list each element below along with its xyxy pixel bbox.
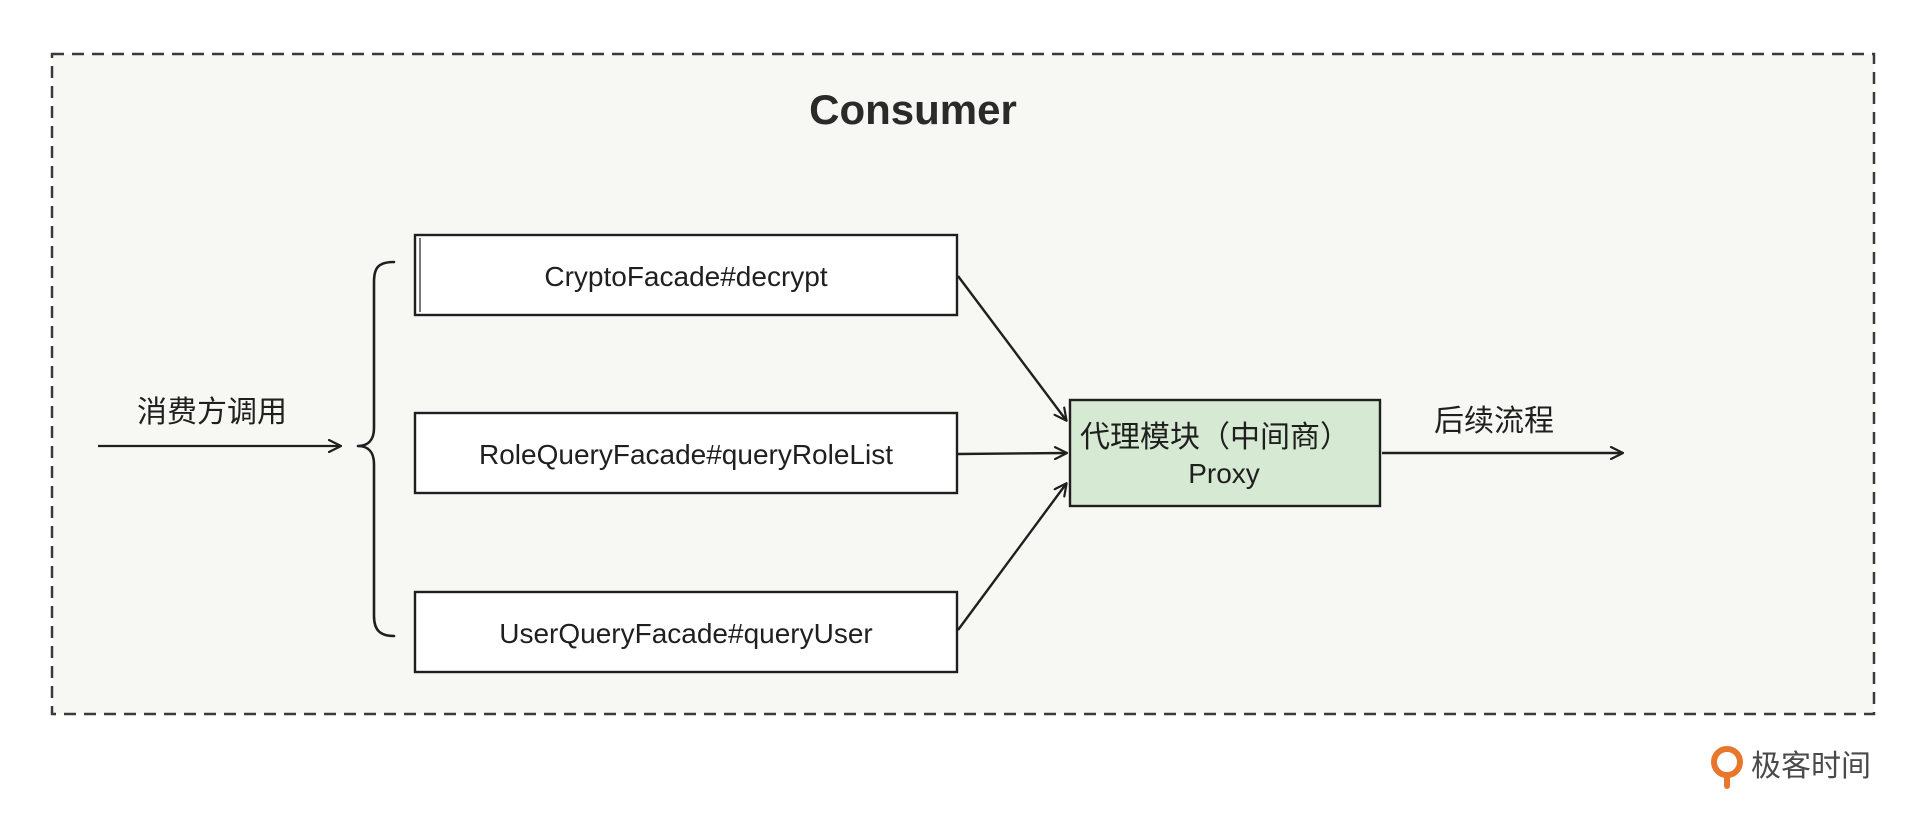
geektime-logo-icon: [1711, 746, 1743, 789]
facade-box-crypto: CryptoFacade#decrypt: [413, 233, 959, 317]
arrow-role-to-proxy: [957, 453, 1066, 454]
caller-label: 消费方调用: [137, 395, 287, 430]
consumer-title: Consumer: [809, 86, 1017, 133]
next-flow-label: 后续流程: [1434, 404, 1554, 439]
consumer-container: [50, 52, 1876, 716]
proxy-box: 代理模块（中间商） Proxy: [1068, 398, 1382, 508]
facade-label-role: RoleQueryFacade#queryRoleList: [479, 439, 893, 470]
facade-box-user: UserQueryFacade#queryUser: [413, 590, 959, 674]
geektime-logo-text: 极客时间: [1751, 749, 1871, 784]
facade-label-crypto: CryptoFacade#decrypt: [544, 261, 827, 292]
facade-box-role: RoleQueryFacade#queryRoleList: [413, 411, 959, 495]
proxy-label-en: Proxy: [1188, 458, 1260, 489]
arrow-crypto-to-proxy: [957, 275, 1066, 420]
arrow-user-to-proxy: [957, 484, 1066, 631]
geektime-logo: 极客时间: [1711, 746, 1871, 789]
facade-label-user: UserQueryFacade#queryUser: [499, 618, 873, 649]
facade-group-brace: [356, 260, 396, 638]
proxy-label-cn: 代理模块（中间商）: [1080, 420, 1350, 455]
